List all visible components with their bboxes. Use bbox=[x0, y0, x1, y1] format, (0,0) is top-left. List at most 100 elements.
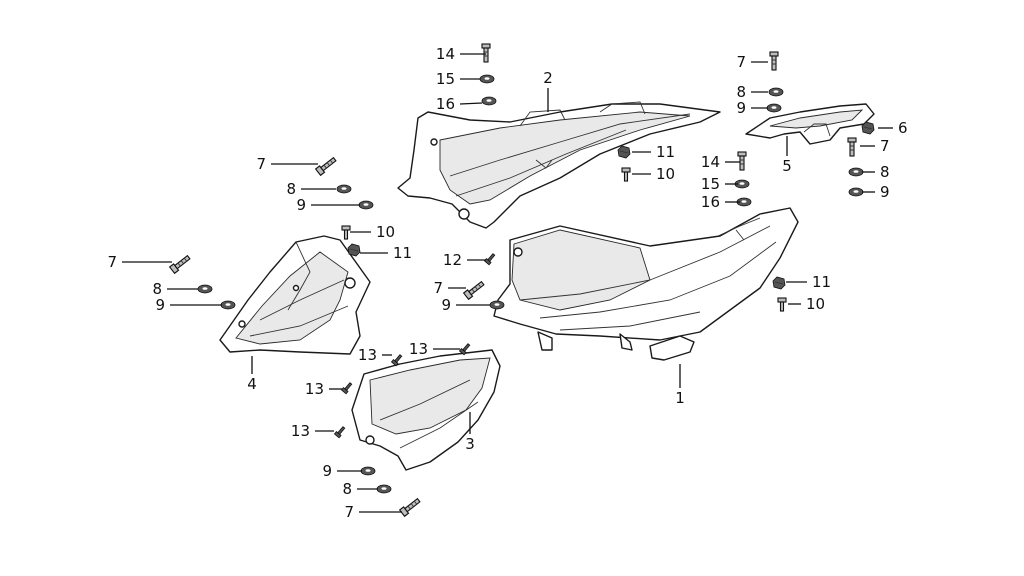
fastener-nut-f11c bbox=[772, 276, 786, 290]
callout-c8b: 8 bbox=[862, 163, 890, 181]
callout-c3: 3 bbox=[465, 412, 475, 453]
callout-c7b: 7 bbox=[860, 137, 890, 155]
callout-label: 16 bbox=[701, 193, 720, 211]
fastener-washer-f15a bbox=[479, 74, 495, 84]
callout-label: 12 bbox=[443, 251, 462, 269]
callout-label: 7 bbox=[344, 503, 354, 521]
callout-label: 9 bbox=[155, 296, 165, 314]
callout-c2: 2 bbox=[543, 69, 553, 112]
callout-label: 7 bbox=[107, 253, 117, 271]
fastener-washer-f8f bbox=[376, 484, 392, 494]
callout-label: 13 bbox=[409, 340, 428, 358]
fastener-washer-f9e bbox=[489, 300, 505, 310]
callout-c13d: 13 bbox=[291, 422, 334, 440]
callout-c16b: 16 bbox=[701, 193, 740, 211]
callout-label: 11 bbox=[393, 244, 412, 262]
callout-label: 5 bbox=[782, 157, 792, 175]
fastener-bolt-angled-f7d bbox=[168, 254, 191, 275]
fastener-screw-f10c bbox=[777, 297, 787, 312]
part-2-rear-upper-cover bbox=[397, 101, 721, 229]
callout-c4: 4 bbox=[247, 356, 257, 393]
callout-c9e: 9 bbox=[441, 296, 490, 314]
callout-label: 9 bbox=[441, 296, 451, 314]
callout-label: 15 bbox=[436, 70, 455, 88]
fastener-screw-small-f13b bbox=[458, 343, 471, 356]
callout-c14b: 14 bbox=[701, 153, 740, 171]
callout-label: 1 bbox=[675, 389, 685, 407]
fastener-washer-f8c bbox=[336, 184, 352, 194]
fastener-washer-f8d bbox=[197, 284, 213, 294]
fastener-nut-f11a bbox=[617, 145, 631, 159]
callout-label: 15 bbox=[701, 175, 720, 193]
callout-label: 9 bbox=[322, 462, 332, 480]
callout-label: 4 bbox=[247, 375, 257, 393]
fastener-screw-small-f13d bbox=[333, 426, 346, 439]
fastener-bolt-angled-f7e bbox=[462, 280, 485, 301]
callout-c9c: 9 bbox=[296, 196, 360, 214]
callout-c10b: 10 bbox=[350, 223, 395, 241]
callout-c7e: 7 bbox=[433, 279, 466, 297]
fastener-nut-f6 bbox=[861, 121, 875, 135]
callout-label: 8 bbox=[286, 180, 296, 198]
fastener-screw-small-f13a bbox=[390, 354, 403, 367]
callout-c13c: 13 bbox=[305, 380, 342, 398]
fastener-washer-f9b bbox=[848, 187, 864, 197]
callout-label: 9 bbox=[736, 99, 746, 117]
callout-label: 7 bbox=[433, 279, 443, 297]
part-3-lower-side-panel bbox=[351, 349, 501, 471]
callout-label: 13 bbox=[305, 380, 324, 398]
callout-c1: 1 bbox=[675, 364, 685, 407]
callout-label: 2 bbox=[543, 69, 553, 87]
fastener-bolt-f14b bbox=[737, 151, 747, 171]
callout-c14a: 14 bbox=[436, 45, 486, 63]
fastener-bolt-f7a bbox=[769, 51, 779, 71]
callout-label: 13 bbox=[291, 422, 310, 440]
fastener-screw-f10a bbox=[621, 167, 631, 182]
callout-label: 8 bbox=[152, 280, 162, 298]
fastener-bolt-f7b bbox=[847, 137, 857, 157]
callout-label: 7 bbox=[880, 137, 890, 155]
callout-c15a: 15 bbox=[436, 70, 480, 88]
fastener-screw-f10b bbox=[341, 225, 351, 240]
fastener-washer-f9a bbox=[766, 103, 782, 113]
callout-c11a: 11 bbox=[632, 143, 675, 161]
callout-c5: 5 bbox=[782, 136, 792, 175]
callout-c7a: 7 bbox=[736, 53, 768, 71]
part-1-right-side-cover bbox=[493, 207, 799, 361]
fastener-washer-f8b bbox=[848, 167, 864, 177]
fastener-washer-f9c bbox=[358, 200, 374, 210]
callout-label: 6 bbox=[898, 119, 908, 137]
part-5-rear-bracket bbox=[745, 103, 875, 145]
callout-label: 7 bbox=[256, 155, 266, 173]
callout-c9d: 9 bbox=[155, 296, 222, 314]
callout-label: 14 bbox=[436, 45, 455, 63]
callout-c7c: 7 bbox=[256, 155, 318, 173]
callout-c7f: 7 bbox=[344, 503, 402, 521]
callout-label: 7 bbox=[736, 53, 746, 71]
callout-c8c: 8 bbox=[286, 180, 336, 198]
fastener-layer bbox=[168, 43, 875, 518]
fastener-screw-small-f13c bbox=[340, 382, 353, 395]
callout-label: 13 bbox=[358, 346, 377, 364]
callout-label: 8 bbox=[736, 83, 746, 101]
callout-c12: 12 bbox=[443, 251, 486, 269]
callout-c6: 6 bbox=[878, 119, 908, 137]
fastener-bolt-f14a bbox=[481, 43, 491, 63]
callout-c7d: 7 bbox=[107, 253, 172, 271]
fastener-screw-small-f12 bbox=[483, 253, 496, 266]
callout-label: 9 bbox=[296, 196, 306, 214]
callout-c8f: 8 bbox=[342, 480, 378, 498]
fastener-washer-f9f bbox=[360, 466, 376, 476]
leader-line bbox=[459, 102, 483, 105]
fastener-washer-f9d bbox=[220, 300, 236, 310]
callout-c9b: 9 bbox=[862, 183, 890, 201]
callout-label: 10 bbox=[656, 165, 675, 183]
callout-label: 3 bbox=[465, 435, 475, 453]
callout-label: 11 bbox=[656, 143, 675, 161]
fastener-nut-f11b bbox=[347, 243, 361, 257]
fastener-bolt-angled-f7c bbox=[314, 156, 337, 177]
callout-label: 14 bbox=[701, 153, 720, 171]
callout-c9f: 9 bbox=[322, 462, 362, 480]
callout-c8d: 8 bbox=[152, 280, 198, 298]
